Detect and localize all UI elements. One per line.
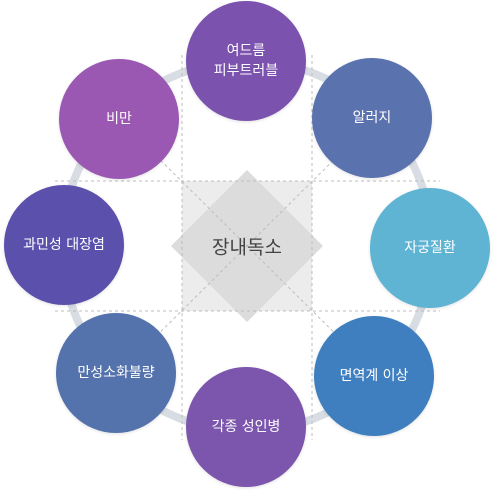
node-hyper-colitis[interactable]: 과민성 대장염 <box>4 185 124 305</box>
node-immune-label: 면역계 이상 <box>339 368 409 384</box>
node-uterine-label: 자궁질환 <box>404 240 456 256</box>
center-label: 장내독소 <box>212 236 282 259</box>
node-obesity[interactable]: 비만 <box>59 59 179 179</box>
node-eczema-label: 여드름 피부트러블 <box>213 43 279 79</box>
node-hyper-colitis-label: 과민성 대장염 <box>23 237 105 253</box>
node-uterine[interactable]: 자궁질환 <box>370 188 490 308</box>
node-obesity-label: 비만 <box>106 111 132 127</box>
node-indigestion-label: 만성소화불량 <box>77 365 155 381</box>
node-eczema[interactable]: 여드름 피부트러블 <box>186 1 306 121</box>
node-adult-disease[interactable]: 각종 성인병 <box>186 367 306 487</box>
node-allergy[interactable]: 알러지 <box>312 58 432 178</box>
node-allergy-label: 알러지 <box>352 110 392 126</box>
node-adult-disease-label: 각종 성인병 <box>211 419 281 435</box>
node-immune[interactable]: 면역계 이상 <box>314 316 434 436</box>
node-indigestion[interactable]: 만성소화불량 <box>56 313 176 433</box>
